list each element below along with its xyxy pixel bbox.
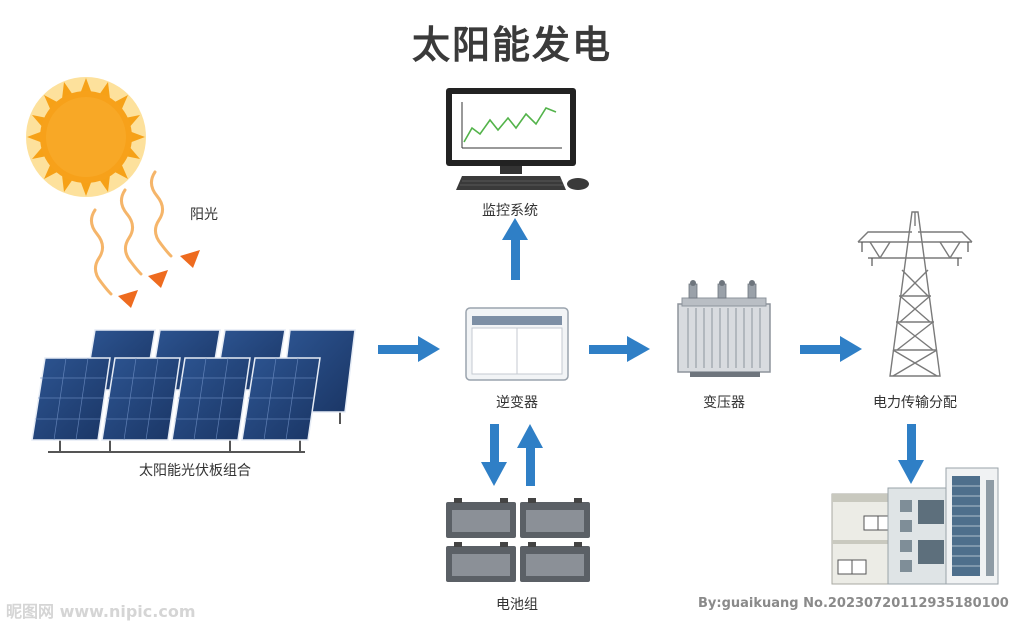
arrow-battery-to-inverter (517, 424, 543, 486)
transformer-icon (677, 280, 771, 377)
watermark-left: 昵图网 www.nipic.com (6, 602, 196, 621)
sun-icon (26, 77, 146, 197)
battery-bank-icon (446, 498, 590, 582)
arrow-inverter-to-battery (481, 424, 507, 486)
label-inverter: 逆变器 (496, 395, 538, 411)
arrow-transformer-to-tower (800, 336, 862, 362)
label-transmission: 电力传输分配 (873, 395, 957, 411)
monitor-icon (446, 88, 589, 190)
arrow-panel-to-inverter (378, 336, 440, 362)
label-battery: 电池组 (496, 597, 538, 613)
buildings-icon (831, 467, 999, 585)
ray-arrowheads (118, 250, 200, 308)
label-monitoring: 监控系统 (482, 203, 538, 219)
watermark-right: By:guaikuang No.20230720112935180100 (698, 596, 1009, 611)
sunlight-rays (90, 170, 173, 296)
arrow-tower-to-buildings (898, 424, 924, 484)
solar-panel-array-icon (31, 329, 356, 453)
transmission-tower-icon (857, 211, 973, 377)
inverter-icon (465, 307, 569, 381)
label-sunlight: 阳光 (190, 207, 218, 223)
arrow-inverter-to-transformer (589, 336, 650, 362)
diagram-title: 太阳能发电 (411, 23, 612, 67)
arrow-inverter-to-monitoring (502, 218, 528, 280)
label-solar-panels: 太阳能光伏板组合 (139, 463, 251, 479)
label-transformer: 变压器 (703, 395, 745, 411)
